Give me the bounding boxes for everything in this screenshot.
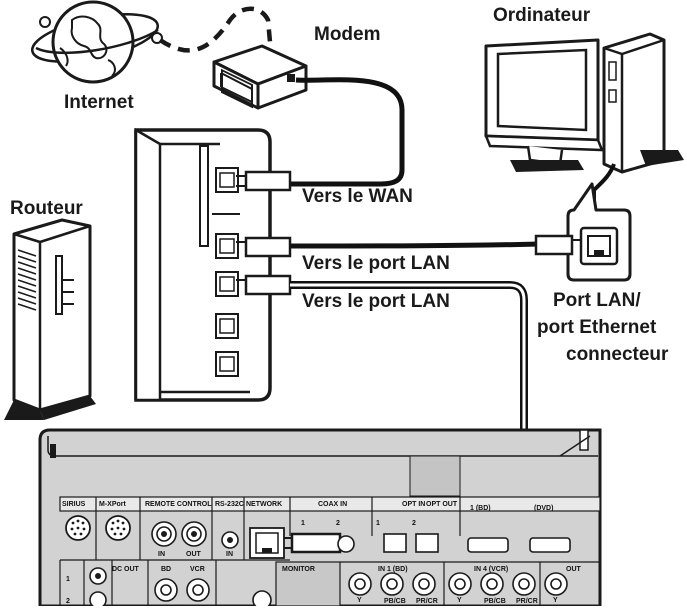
computer-side-plug: [534, 234, 582, 256]
receiver-lan-plug: [284, 532, 342, 554]
remote-control-jacks: [151, 521, 207, 547]
router-lan-port-3: [215, 313, 239, 339]
panel-label-rs232: RS-232C: [215, 501, 244, 508]
panel-label-coax-in: COAX IN: [318, 501, 348, 508]
lan-plug-1: [236, 236, 292, 258]
panel-label-vcr: VCR: [190, 566, 205, 573]
modem-icon: [212, 44, 308, 110]
panel-label-opt-out: OPT OUT: [426, 501, 458, 508]
receiver-network-port: [249, 527, 285, 559]
panel-label-dvd: (DVD): [534, 505, 554, 512]
panel-label-row-1: 1: [66, 576, 70, 583]
panel-label-bd: BD: [161, 566, 172, 573]
sirius-connector: [65, 515, 91, 541]
panel-label-comp-y-3: Y: [553, 597, 558, 604]
hdmi-jacks: [467, 537, 571, 553]
component-jacks: [348, 572, 568, 596]
panel-label-remote-in: IN: [158, 551, 165, 558]
mxport-connector: [105, 515, 131, 541]
panel-label-sirius: SIRIUS: [62, 501, 86, 508]
opt-in-jacks: [383, 533, 439, 553]
rs-in-jack: [221, 531, 239, 549]
computer-icon: [484, 32, 684, 174]
to-lan-label-2: Vers le port LAN: [302, 291, 450, 312]
lan-port-label-line2: port Ethernet: [537, 317, 657, 338]
panel-label-rs-in: IN: [226, 551, 233, 558]
router-label: Routeur: [10, 198, 83, 219]
panel-label-opt-in: OPT IN: [402, 501, 426, 508]
panel-label-in1-bd: 1 (BD): [470, 505, 491, 512]
panel-label-comp-pr-1: PR/CR: [416, 598, 438, 605]
panel-label-network: NETWORK: [246, 501, 283, 508]
panel-label-comp-pb-2: PB/CB: [484, 598, 506, 605]
computer-label: Ordinateur: [493, 5, 591, 26]
panel-label-remote-control: REMOTE CONTROL: [145, 501, 212, 508]
video-jacks: [154, 578, 210, 602]
router-lan-port-4: [215, 351, 239, 377]
router-wan-port: [215, 167, 239, 193]
router-lan-port-1: [215, 233, 239, 259]
internet-label: Internet: [64, 92, 134, 113]
panel-label-monitor: MONITOR: [282, 566, 315, 573]
wan-plug: [236, 170, 292, 192]
lan-port-label-line1: Port LAN/: [553, 290, 641, 311]
panel-label-comp-pb-1: PB/CB: [384, 598, 406, 605]
panel-label-out: OUT: [566, 566, 581, 573]
panel-label-comp-y-2: Y: [457, 597, 462, 604]
modem-label: Modem: [314, 24, 381, 45]
panel-label-row-2: 2: [66, 598, 70, 605]
lan-port-callout: [566, 182, 632, 282]
to-wan-label: Vers le WAN: [302, 186, 413, 207]
computer-lan-cable: [592, 163, 616, 200]
router-ports-callout: [134, 127, 272, 402]
router-icon: [4, 218, 96, 420]
to-lan-label-1: Vers le port LAN: [302, 253, 450, 274]
wan-cable: [290, 77, 405, 187]
panel-label-in4-vcr: IN 4 (VCR): [474, 566, 509, 573]
internet-globe-icon: [31, 0, 163, 84]
lan-cable-computer: [289, 241, 541, 249]
router-lan-port-2: [215, 271, 239, 297]
lan-plug-2: [236, 274, 292, 296]
coax-in-jacks: [337, 535, 355, 553]
dc-out-jack: [89, 567, 107, 609]
panel-label-dc-out: DC OUT: [112, 566, 139, 573]
panel-label-coax-2: 2: [336, 520, 340, 527]
panel-label-mxport: M-XPort: [99, 501, 126, 508]
panel-label-opt-2: 2: [412, 520, 416, 527]
panel-label-comp-y-1: Y: [357, 597, 362, 604]
panel-label-opt-1: 1: [376, 520, 380, 527]
panel-label-comp-pr-2: PR/CR: [516, 598, 538, 605]
lan-port-label-line3: connecteur: [566, 344, 669, 365]
internet-dashed-link: [158, 6, 273, 53]
panel-label-coax-1: 1: [301, 520, 305, 527]
panel-label-in1-bd-comp: IN 1 (BD): [378, 566, 408, 573]
panel-label-remote-out: OUT: [186, 551, 201, 558]
